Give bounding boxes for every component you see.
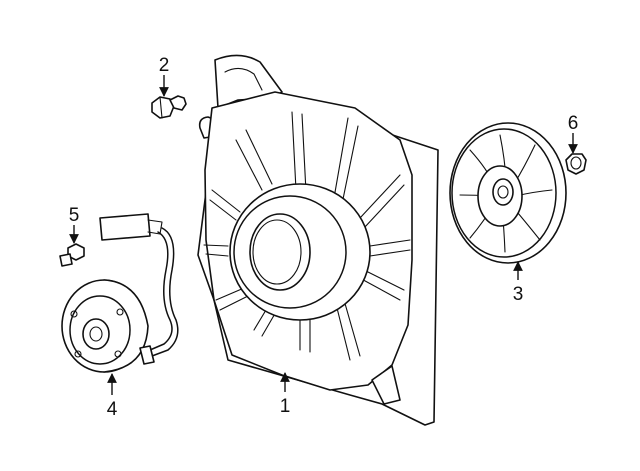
bolt-part-2 <box>151 95 187 119</box>
fan-shroud-part-1 <box>197 54 439 426</box>
callout-4: 4 <box>107 399 118 420</box>
screw-part-5 <box>59 243 85 267</box>
callout-1: 1 <box>280 396 291 417</box>
fan-motor-part-4 <box>61 213 179 373</box>
callout-6: 6 <box>568 113 579 134</box>
callout-2: 2 <box>159 55 170 76</box>
callout-3: 3 <box>513 284 524 305</box>
fan-blade-part-3 <box>449 122 567 264</box>
callout-5: 5 <box>69 205 80 226</box>
nut-part-6 <box>565 153 587 175</box>
